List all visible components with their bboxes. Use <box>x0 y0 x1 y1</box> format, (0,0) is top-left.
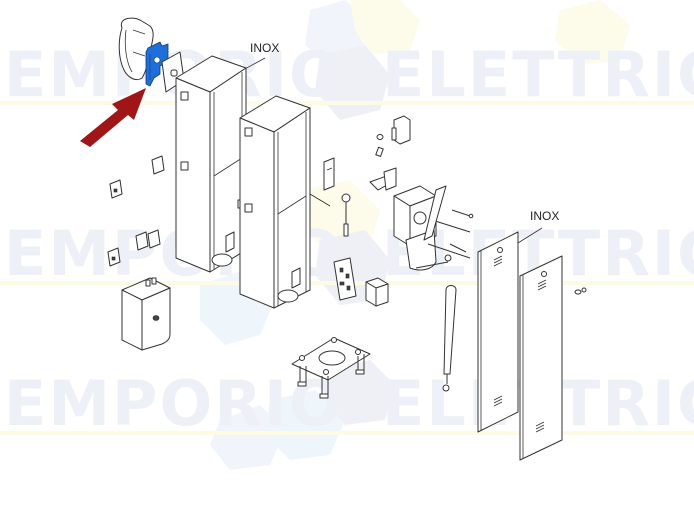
control-unit-box <box>121 277 171 351</box>
svg-text:INOX: INOX <box>530 209 559 223</box>
cam-bracket <box>369 167 397 191</box>
hinge-bracket <box>323 157 335 191</box>
pins <box>449 209 474 253</box>
limit-switch-bracket <box>375 115 411 157</box>
screw-set <box>574 287 587 295</box>
anchoring-base-plate <box>291 337 371 399</box>
control-board <box>333 257 357 301</box>
cabinet-column-front <box>175 55 247 273</box>
svg-text:INOX: INOX <box>250 41 279 55</box>
release-lever <box>341 193 351 237</box>
transformer <box>365 277 389 307</box>
highlight-arrow-icon <box>80 88 146 147</box>
lamp-cover-part <box>118 17 154 81</box>
side-panel-rear <box>519 255 563 461</box>
balancing-spring <box>442 285 457 392</box>
cover-plates <box>107 155 165 267</box>
blue-bracket-part <box>145 41 169 87</box>
gearmotor <box>393 185 471 271</box>
svg-text:ELETTRICO: ELETTRICO <box>382 38 694 111</box>
side-panel-front <box>477 231 519 433</box>
svg-text:EMPORIO: EMPORIO <box>4 367 344 440</box>
cabinet-column-rear <box>239 95 331 309</box>
